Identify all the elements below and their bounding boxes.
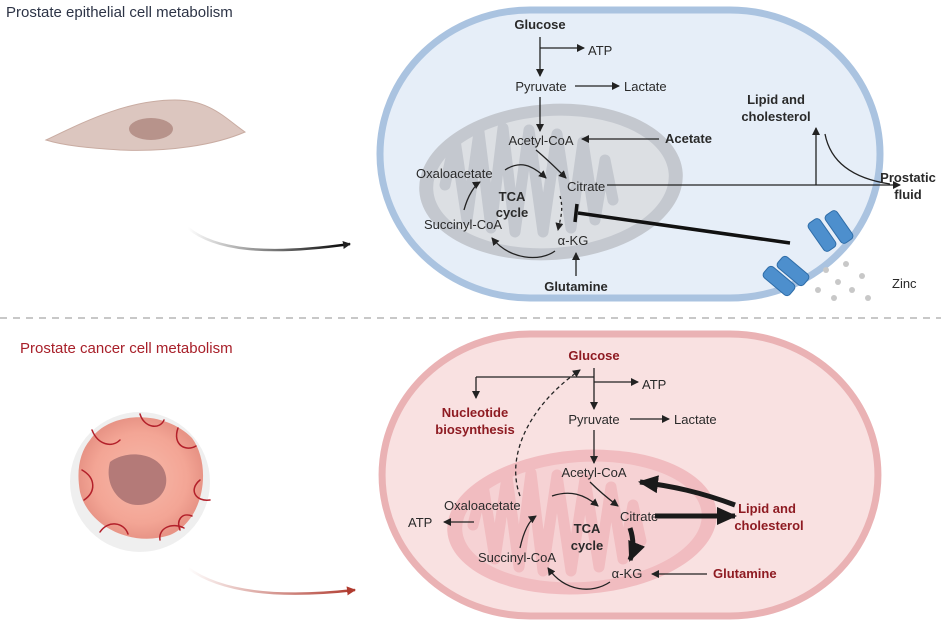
bottom-glucose-label: Glucose [568,348,619,363]
bottom-pyruvate-label: Pyruvate [568,412,619,427]
top-prostatic-label-1: Prostatic [880,170,936,185]
bottom-glutamine-label: Glutamine [713,566,777,581]
zinc-transporter [762,210,854,297]
bottom-lactate-label: Lactate [674,412,717,427]
cancer-cell-icon [70,412,211,552]
top-lipid-label-1: Lipid and [747,92,805,107]
bottom-tca-label-1: TCA [574,521,601,536]
top-citrate-label: Citrate [567,179,605,194]
bottom-nucleotide-label-2: biosynthesis [435,422,514,437]
bottom-atp-left-label: ATP [408,515,432,530]
bottom-tca-label-2: cycle [571,538,604,553]
top-transition-arrow [187,227,351,252]
top-prostatic-label-2: fluid [894,187,921,202]
top-acetylcoa-label: Acetyl-CoA [508,133,573,148]
zinc-inhibition [573,203,791,245]
bottom-bold-arrows [627,475,737,562]
epithelial-cell-icon [44,99,247,151]
top-akg-label: α-KG [558,233,589,248]
top-glucose-label: Glucose [514,17,565,32]
bottom-lipid-label-2: cholesterol [734,518,803,533]
top-glutamine-label: Glutamine [544,279,608,294]
bottom-acetylcoa-label: Acetyl-CoA [561,465,626,480]
bottom-panel-title: Prostate cancer cell metabolism [20,340,233,357]
top-pathway-arrows [463,37,901,276]
top-lactate-label: Lactate [624,79,667,94]
bottom-citrate-label: Citrate [620,509,658,524]
zinc-particles [815,261,871,301]
top-tca-label-1: TCA [499,189,526,204]
top-lipid-label-2: cholesterol [741,109,810,124]
top-acetate-label: Acetate [665,131,712,146]
top-oxaloacetate-label: Oxaloacetate [416,166,493,181]
bottom-pathway-arrows [443,368,707,590]
bottom-akg-label: α-KG [612,566,643,581]
top-atp-label: ATP [588,43,612,58]
bottom-succinylcoa-label: Succinyl-CoA [478,550,556,565]
top-tca-label-2: cycle [496,205,529,220]
bottom-lipid-label-1: Lipid and [738,501,796,516]
bottom-oxaloacetate-label: Oxaloacetate [444,498,521,513]
bottom-nucleotide-label-1: Nucleotide [442,405,508,420]
top-succinylcoa-label: Succinyl-CoA [424,217,502,232]
top-panel-title: Prostate epithelial cell metabolism [6,4,233,21]
top-pyruvate-label: Pyruvate [515,79,566,94]
bottom-atp-top-label: ATP [642,377,666,392]
bottom-transition-arrow [187,566,356,596]
top-mitochondrion [419,103,683,261]
top-zinc-label: Zinc [892,276,917,291]
